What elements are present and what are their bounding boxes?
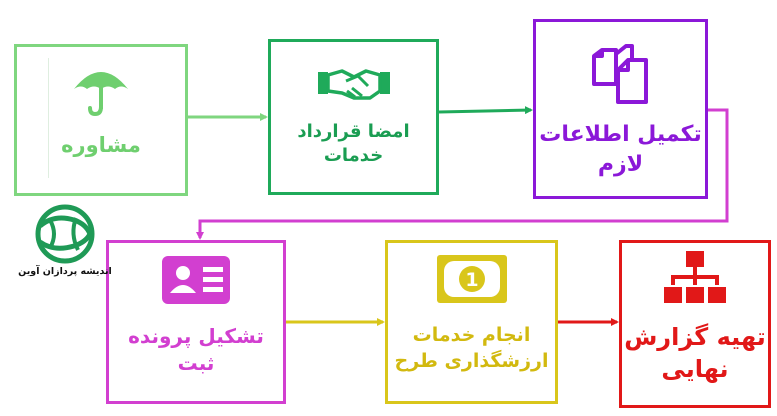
arrow-2-to-3 [438, 106, 533, 115]
arrow-3-to-4 [196, 108, 729, 240]
documents-icon [591, 44, 648, 104]
step-label: تهیه گزارش نهایی [624, 323, 766, 384]
step-final-report: تهیه گزارش نهایی [619, 240, 771, 408]
step-perform-valuation: 1 انجام خدمات ارزشگذاری طرح [385, 240, 558, 404]
step-file-registration: تشکیل پرونده ثبت [106, 240, 286, 404]
umbrella-icon [74, 72, 128, 117]
id-card-icon [162, 256, 230, 304]
org-chart-icon [664, 251, 726, 303]
step-label: تکمیل اطلاعات لازم [539, 122, 702, 177]
step-consultation: مشاوره [14, 44, 188, 196]
company-logo: اندیشه پردازان آوین [14, 204, 116, 294]
step-label: تشکیل پرونده ثبت [128, 324, 264, 375]
divider-line [48, 58, 49, 178]
step-contract-signing: امضا قرارداد خدمات [268, 39, 439, 195]
globe-logo-icon [35, 204, 95, 264]
step-complete-information: تکمیل اطلاعات لازم [533, 19, 708, 199]
step-label: انجام خدمات ارزشگذاری طرح [394, 324, 549, 372]
step-label: امضا قرارداد خدمات [297, 121, 410, 167]
handshake-icon [317, 69, 390, 100]
svg-text:1: 1 [465, 269, 478, 291]
logo-text: اندیشه پردازان آوین [18, 266, 112, 277]
step-label: مشاوره [61, 133, 141, 157]
banknote-icon: 1 [436, 255, 507, 303]
